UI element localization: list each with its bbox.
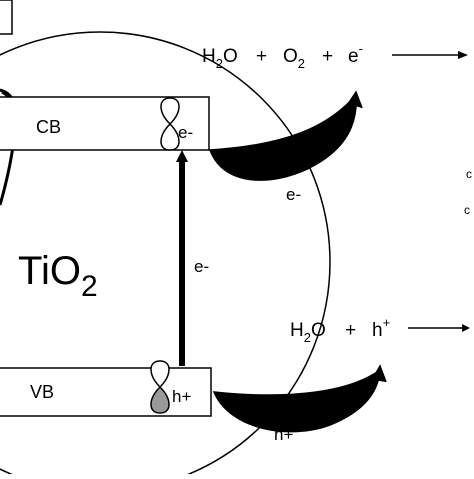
conduction-band-label: CB — [36, 117, 61, 137]
vb-orbital-icon — [150, 360, 170, 414]
svg-text:H2O: H2O — [202, 46, 238, 71]
edge-fragment-2: c — [464, 203, 470, 217]
svg-text:+: + — [256, 46, 267, 67]
excitation-label: e- — [194, 257, 209, 276]
cropped-box — [0, 0, 13, 35]
reduction-equation: H2O + O2 + e- — [202, 41, 363, 71]
svg-text:TiO2: TiO2 — [18, 249, 98, 303]
edge-fragment-1: c — [466, 167, 472, 181]
valence-band-label: VB — [30, 382, 54, 402]
electron-migration-arrow — [208, 93, 357, 181]
particle-circle — [0, 31, 331, 479]
svg-text:O2: O2 — [283, 46, 305, 71]
electron-migration-arrowhead — [347, 90, 363, 109]
svg-text:H2O: H2O — [290, 320, 326, 345]
cb-orbital-icon — [160, 97, 180, 151]
oxidation-equation: H2O + h+ — [290, 315, 390, 345]
material-subscript: 2 — [81, 270, 98, 303]
material-name: TiO — [18, 249, 81, 293]
valence-band-box — [0, 367, 212, 417]
cb-electron-label: e- — [178, 123, 193, 142]
excitation-arrowhead — [176, 150, 188, 162]
svg-text:h+: h+ — [372, 315, 390, 341]
material-label: TiO2 — [18, 249, 98, 303]
reduction-arrowhead — [458, 51, 468, 59]
oxidation-arrowhead — [462, 324, 470, 332]
vb-hole-label: h+ — [172, 387, 191, 406]
svg-text:e-: e- — [348, 41, 363, 67]
svg-text:+: + — [345, 320, 356, 341]
electron-migration-label: e- — [286, 185, 301, 204]
hole-migration-label: h+ — [274, 425, 293, 444]
hole-migration-arrowhead — [371, 364, 387, 383]
hole-migration-arrow — [212, 368, 381, 433]
svg-text:+: + — [322, 46, 333, 67]
